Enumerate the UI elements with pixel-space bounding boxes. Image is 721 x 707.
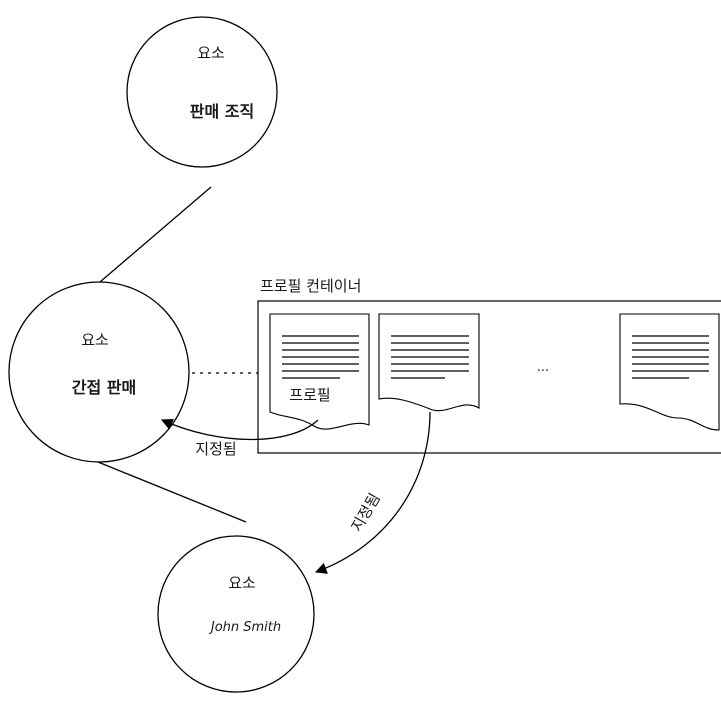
document-3[interactable] — [619, 313, 720, 431]
node-sales-org-name: 판매 조직 — [190, 102, 254, 121]
node-john-smith-name: John Smith — [208, 620, 281, 635]
arrow-assigned-left — [160, 418, 319, 441]
arrow-assigned-left-label: 지정됨 — [195, 440, 236, 458]
arrow-assigned-bottom-label: 지정됨 — [348, 490, 384, 535]
node-john-smith-type: 요소 — [228, 574, 256, 592]
node-sales-org-type: 요소 — [197, 44, 225, 62]
node-john-smith[interactable]: 요소 John Smith — [157, 535, 315, 693]
profile-document[interactable]: 프로필 — [269, 313, 370, 430]
edge-middle-to-bottom — [97, 461, 247, 523]
profile-document-label: 프로필 — [289, 386, 330, 404]
node-indirect-sales-type: 요소 — [81, 331, 109, 349]
container-ellipsis: ... — [537, 360, 549, 375]
node-indirect-sales-name: 간접 판매 — [72, 378, 136, 397]
profile-container-title: 프로필 컨테이너 — [260, 277, 361, 295]
node-indirect-sales[interactable]: 요소 간접 판매 — [8, 281, 190, 463]
node-sales-org[interactable]: 요소 판매 조직 — [126, 16, 278, 168]
edge-top-to-middle — [99, 186, 212, 283]
document-2[interactable] — [378, 313, 480, 412]
arrow-assigned-bottom — [314, 411, 431, 574]
